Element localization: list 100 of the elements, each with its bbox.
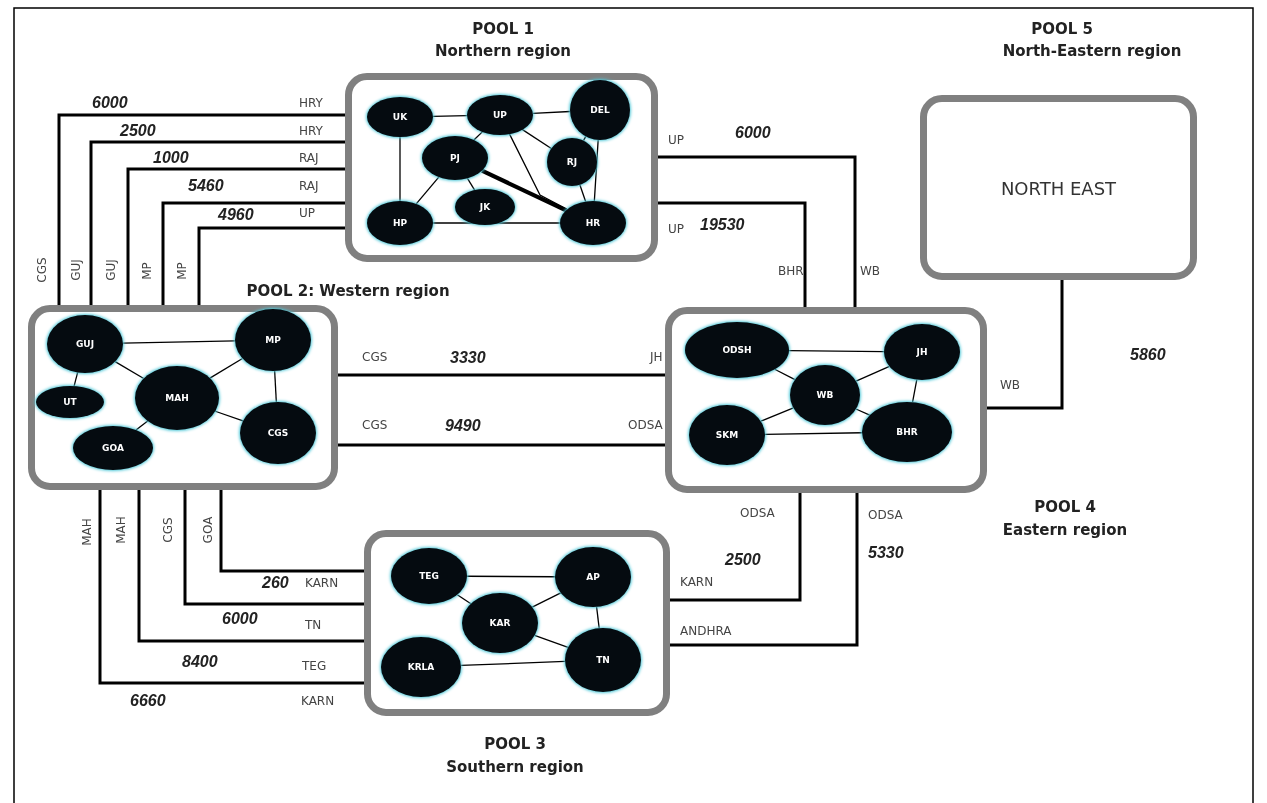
line-end-label: BHR (778, 264, 804, 278)
link-line (579, 184, 587, 203)
link-line (473, 131, 483, 141)
state-ellipse: GUJ (47, 315, 123, 373)
edge-label: 4960 (218, 206, 254, 224)
transmission-line (161, 201, 345, 305)
edge-label: 6000 (735, 124, 771, 142)
edge-label: 5460 (188, 177, 224, 195)
transmission-line (219, 490, 364, 573)
link-line (593, 139, 599, 202)
region-name: NORTH EAST (1000, 177, 1117, 198)
edge-label: 1000 (153, 149, 189, 167)
pool-title: POOL 3 (484, 735, 546, 753)
line-end-label: ANDHRA (680, 624, 732, 638)
link-line (760, 407, 795, 422)
transmission-line (197, 226, 345, 305)
line-end-label: RAJ (299, 179, 319, 193)
pool-title: POOL 1 (472, 20, 534, 38)
pool-title: POOL 5 (1031, 20, 1093, 38)
state-ellipse: UP (467, 95, 533, 135)
link-line (456, 594, 472, 605)
line-end-label: HRY (299, 124, 323, 138)
line-end-label: RAJ (299, 151, 319, 165)
state-ellipse: KAR (462, 593, 538, 653)
transmission-line (658, 201, 807, 307)
link-line (460, 660, 566, 667)
state-ellipse: AP (555, 547, 631, 607)
line-end-label: ODSA (868, 508, 903, 522)
link-line (595, 606, 600, 629)
transmission-line (89, 140, 345, 305)
state-ellipse: RJ (547, 138, 597, 186)
state-ellipse: DEL (570, 80, 630, 140)
state-ellipse: HR (560, 201, 626, 245)
line-end-label: UP (668, 222, 685, 236)
state-ellipse: MP (235, 309, 311, 371)
line-end-label: CGS (35, 257, 49, 283)
link-line (274, 370, 277, 403)
link-line (399, 136, 401, 202)
line-end-label: TN (305, 618, 322, 632)
link-line (135, 420, 149, 431)
edge-label: 2500 (120, 122, 156, 140)
edge-label: 3330 (450, 349, 486, 367)
region-title: Eastern region (1002, 521, 1128, 539)
link-line (531, 592, 562, 608)
state-ellipse: BHR (862, 402, 952, 462)
transmission-line (183, 490, 364, 606)
state-ellipse: TEG (391, 548, 467, 604)
region-title: Southern region (446, 758, 584, 776)
state-ellipse: MAH (135, 366, 219, 430)
edge-label: 5330 (868, 544, 904, 562)
edge-label: 6000 (92, 94, 128, 112)
link-line (432, 222, 561, 224)
line-end-label: GUJ (104, 259, 118, 281)
line-end-label: KARN (305, 576, 339, 590)
transmission-line (670, 493, 859, 647)
edge-label: 19530 (700, 216, 745, 234)
region-title: North-Eastern region (1002, 42, 1182, 60)
line-end-label: WB (860, 264, 881, 278)
edge-label: 5860 (1130, 346, 1166, 364)
state-ellipse: UT (36, 386, 104, 418)
link-line (533, 634, 569, 649)
link-line (788, 349, 885, 353)
state-ellipse: KRLA (381, 637, 461, 697)
edge-label: 8400 (182, 653, 218, 671)
edge-label: 260 (262, 574, 289, 592)
state-ellipse: ODSH (685, 322, 789, 378)
link-line (532, 110, 571, 114)
line-end-label: MP (140, 262, 154, 280)
link-line (466, 575, 556, 578)
link-line (764, 432, 863, 435)
line-end-label: MP (175, 262, 189, 280)
edge-label: 6000 (222, 610, 258, 628)
state-ellipse: JK (455, 189, 515, 225)
line-end-label: JH (650, 350, 663, 364)
region-title: Northern region (435, 42, 571, 60)
line-end-label: CGS (161, 517, 175, 543)
state-ellipse: JH (884, 324, 960, 380)
line-end-label: CGS (362, 350, 388, 364)
link-line (521, 129, 552, 150)
link-line (911, 379, 918, 403)
link-line (855, 408, 871, 416)
line-end-label: GOA (201, 516, 215, 544)
link-line (415, 176, 440, 205)
link-line (114, 361, 145, 380)
line-end-label: UP (299, 206, 316, 220)
transmission-line (98, 490, 364, 685)
state-ellipse: PJ (422, 136, 488, 180)
edge-label: 6660 (130, 692, 166, 710)
link-line (855, 365, 891, 382)
state-ellipse: TN (565, 628, 641, 692)
line-end-label: WB (1000, 378, 1021, 392)
edge-label: 9490 (445, 417, 481, 435)
line-end-label: GUJ (69, 259, 83, 281)
state-ellipse: WB (790, 365, 860, 425)
line-end-label: ODSA (740, 506, 775, 520)
line-end-label: TEG (302, 659, 327, 673)
line-end-label: KARN (680, 575, 714, 589)
transmission-line (987, 280, 1064, 410)
transmission-line (137, 490, 364, 643)
link-line (466, 177, 476, 191)
